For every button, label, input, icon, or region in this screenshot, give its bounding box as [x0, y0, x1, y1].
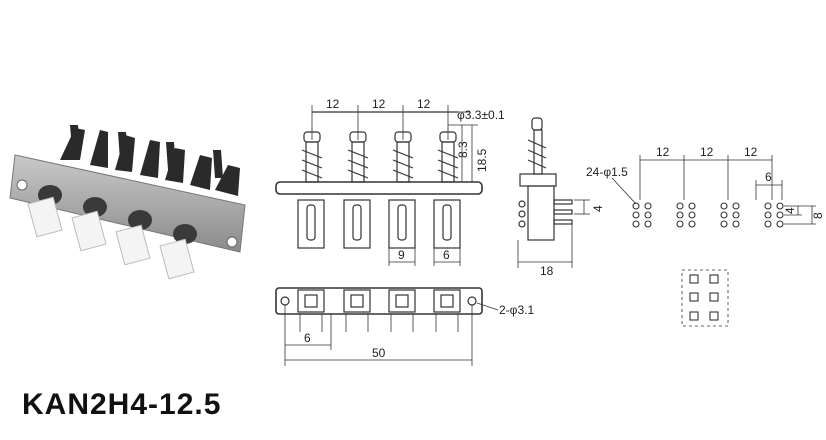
pcb-layout-labels: 12 12 12 24-φ1.5 6 4 8	[586, 145, 825, 219]
height-small-label: 8.3	[456, 141, 470, 158]
pitch-label: 12	[372, 97, 386, 111]
side-height-label: 4	[591, 205, 605, 212]
pin-diameter-label: φ3.3±0.1	[457, 108, 505, 122]
product-photo	[9, 125, 246, 280]
side-view	[517, 117, 590, 268]
pitch-label: 12	[326, 97, 340, 111]
spacing-right-label: 6	[443, 248, 450, 262]
side-view-labels: 18 4	[540, 205, 605, 278]
row-spacing-small-label: 4	[783, 207, 797, 214]
pcb-pitch-label: 12	[656, 145, 670, 159]
length-label: 50	[372, 346, 386, 360]
model-title: KAN2H4-12.5	[22, 388, 222, 421]
spacing-small-label: 9	[398, 248, 405, 262]
pitch-label: 12	[417, 97, 431, 111]
offset-label: 6	[304, 331, 311, 345]
depth-label: 18	[540, 264, 554, 278]
front-view	[275, 105, 483, 266]
pcb-pitch-label: 12	[744, 145, 758, 159]
height-large-label: 18.5	[475, 148, 489, 172]
front-view-labels: 12 12 12 φ3.3±0.1 8.3 18.5 9 6	[326, 97, 505, 262]
hole-spec-label: 24-φ1.5	[586, 165, 628, 179]
pcb-layout	[611, 155, 816, 327]
pcb-holes	[632, 202, 784, 228]
bottom-view	[275, 287, 499, 366]
bottom-view-labels: 6 50 2-φ3.1	[304, 303, 534, 360]
row-spacing-large-label: 8	[811, 212, 825, 219]
mount-holes-label: 2-φ3.1	[499, 303, 534, 317]
hole-spacing-label: 6	[765, 170, 772, 184]
pcb-pitch-label: 12	[700, 145, 714, 159]
